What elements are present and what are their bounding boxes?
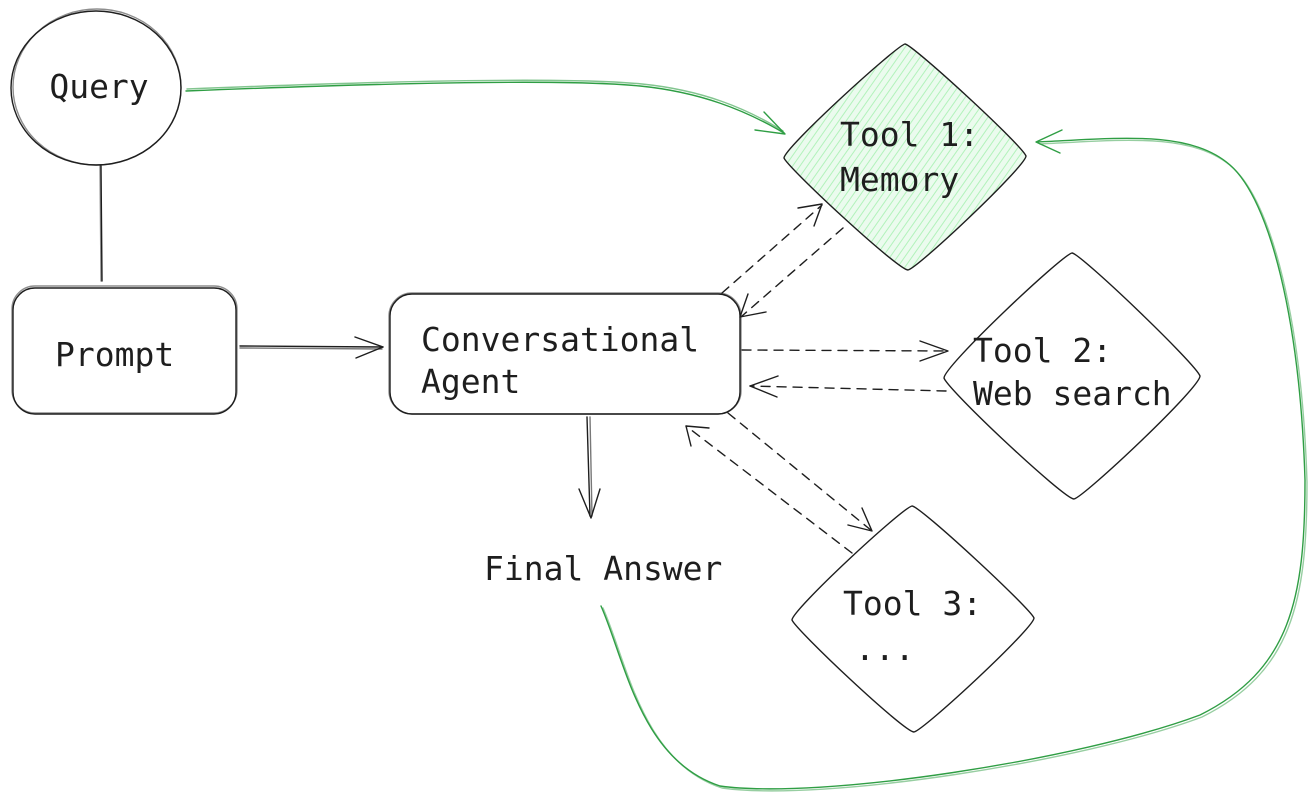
query-prompt-connector	[100, 165, 103, 282]
agent-label-line2: Agent	[421, 362, 520, 401]
agent-tool3-dashed-arrows	[685, 412, 873, 554]
conversational-agent-node[interactable]: Conversational Agent	[388, 292, 742, 415]
prompt-to-agent-arrow	[239, 336, 384, 359]
prompt-node[interactable]: Prompt	[11, 285, 238, 415]
query-node[interactable]: Query	[10, 8, 182, 166]
agent-memory-dashed-arrows	[721, 203, 844, 318]
tool3-label-line1: Tool 3:	[843, 584, 982, 623]
tool1-label-line1: Tool 1:	[840, 115, 979, 154]
agent-label-line1: Conversational	[421, 320, 699, 359]
tool1-label-line2: Memory	[840, 160, 959, 199]
tool2-label-line2: Web search	[973, 374, 1172, 413]
prompt-label: Prompt	[55, 335, 174, 374]
tool1-memory-node[interactable]: Tool 1: Memory	[783, 43, 1027, 271]
tool3-label-line2: ...	[855, 629, 915, 668]
final-answer-label: Final Answer	[484, 549, 722, 588]
final-to-memory-loop-arrow	[600, 129, 1308, 792]
tool2-websearch-node[interactable]: Tool 2: Web search	[943, 252, 1201, 500]
tool2-label-line1: Tool 2:	[973, 331, 1112, 370]
query-label: Query	[49, 67, 148, 106]
tool3-node[interactable]: Tool 3: ...	[791, 505, 1035, 733]
query-to-memory-arrow	[185, 79, 786, 135]
agent-websearch-dashed-arrows	[741, 340, 949, 398]
agent-to-final-arrow	[578, 416, 601, 519]
